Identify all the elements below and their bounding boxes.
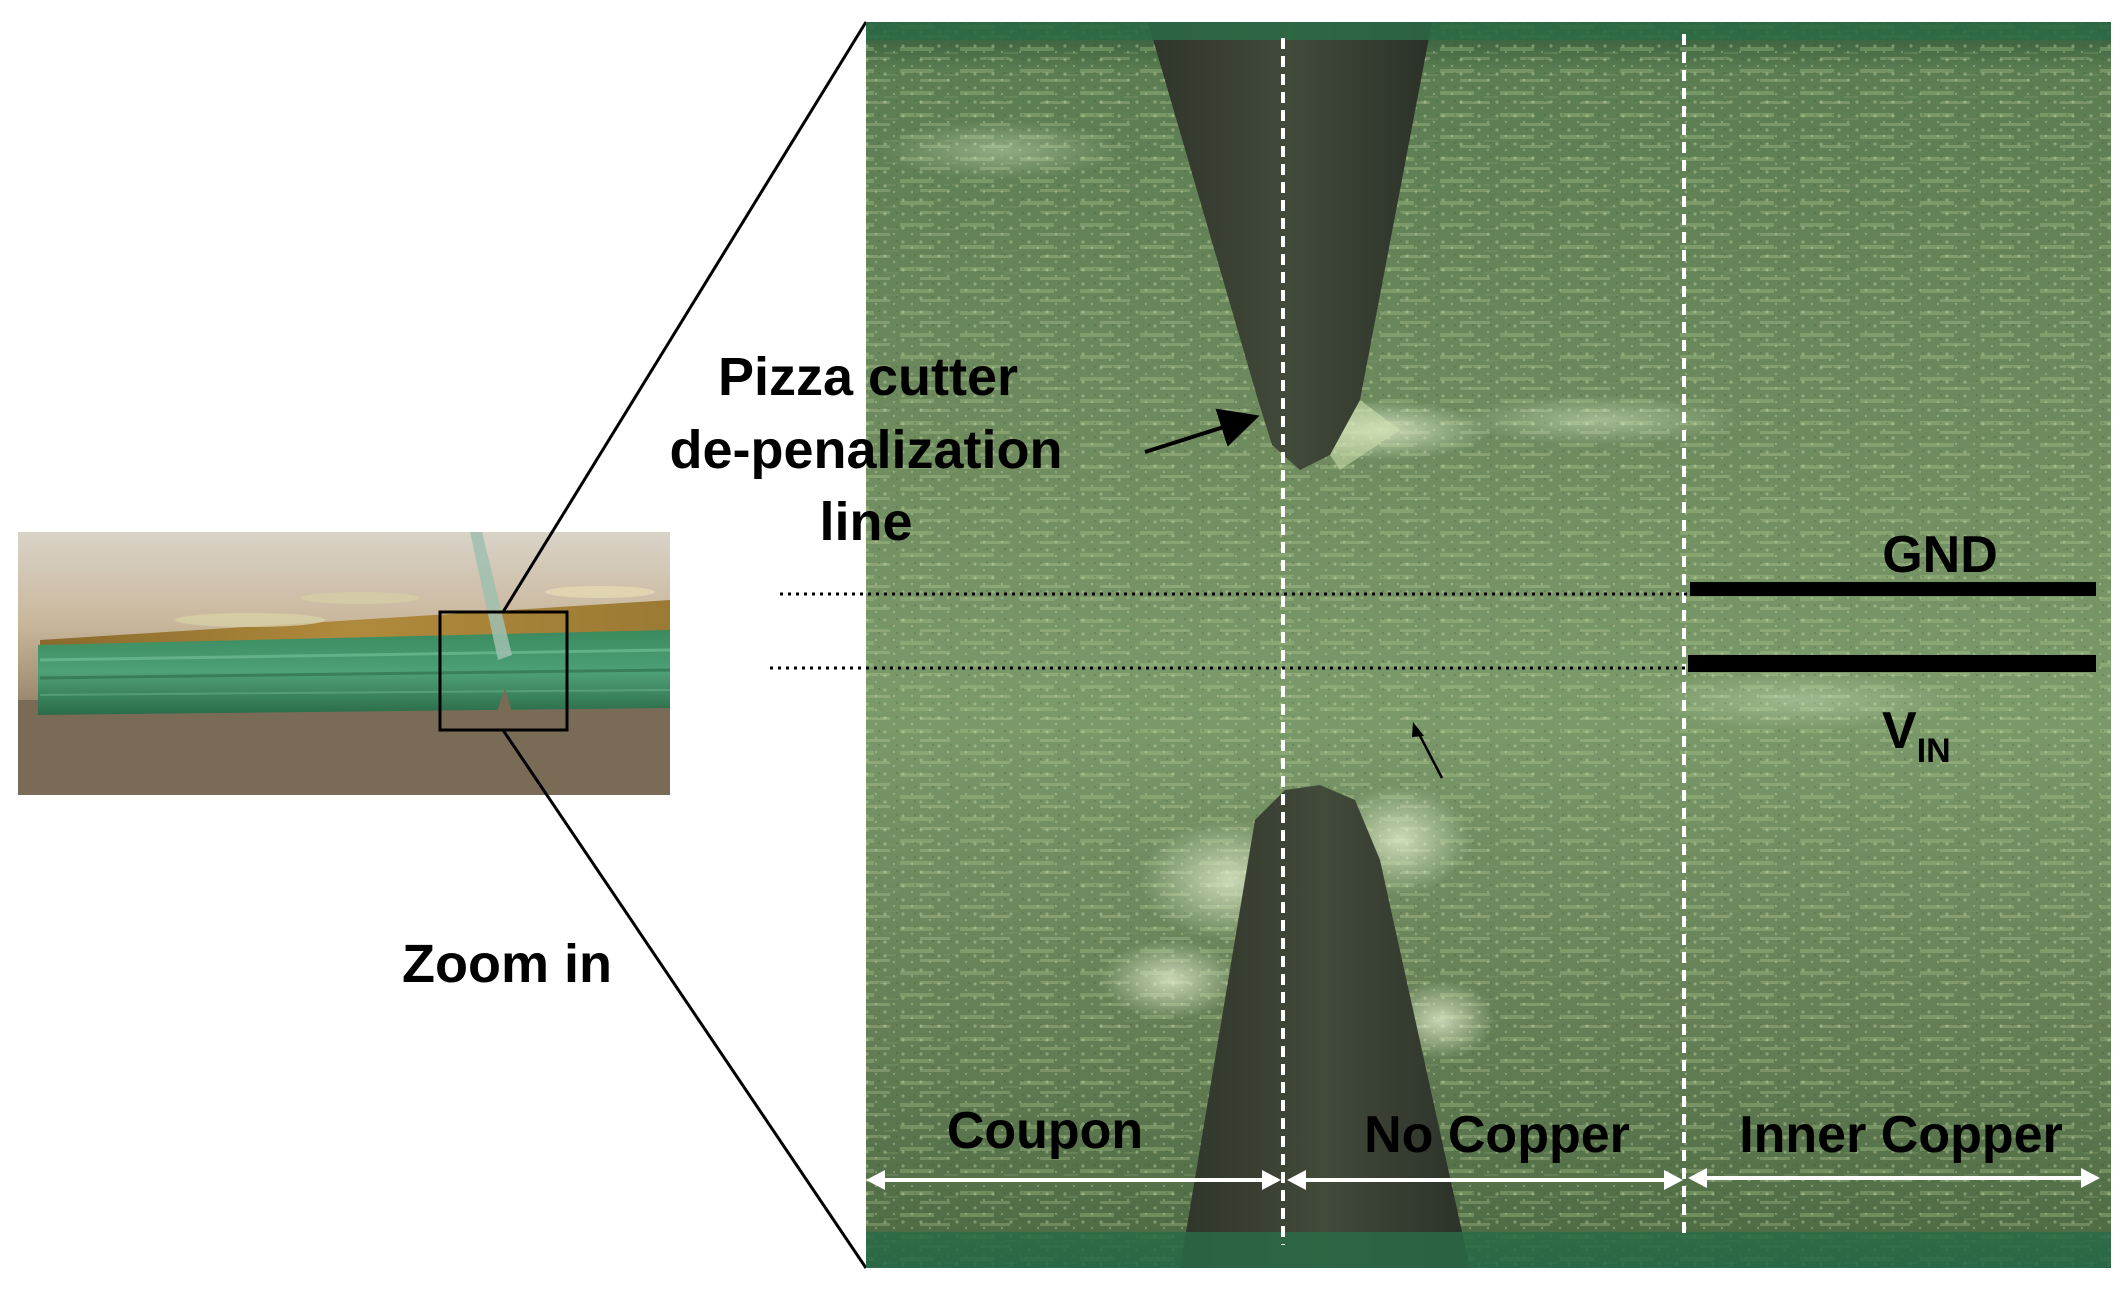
zoom-connector-bottom xyxy=(501,729,868,1269)
no-copper-label: No Copper xyxy=(1364,1106,1630,1164)
vin-copper-plane xyxy=(1688,655,2096,672)
inner-copper-dimension-arrow xyxy=(1688,1168,2100,1188)
micrograph xyxy=(866,22,2111,1268)
cutter-bottom xyxy=(1180,785,1470,1268)
pizza-cutter-label-line3: line xyxy=(819,492,912,552)
coupon-label: Coupon xyxy=(947,1102,1143,1160)
cutter-top xyxy=(1148,22,1432,470)
small-pointer-arrow xyxy=(1416,731,1444,779)
pizza-cutter-label-line1: Pizza cutter xyxy=(718,347,1018,407)
pizza-cutter-label-line2: de-penalization xyxy=(669,420,1062,480)
zoom-in-label: Zoom in xyxy=(402,934,612,994)
vin-label: VIN xyxy=(1882,702,1951,770)
coupon-dimension-arrow xyxy=(866,1170,1281,1190)
no-copper-dimension-arrow xyxy=(1287,1170,1683,1190)
pizza-cutter-arrow xyxy=(1144,408,1260,454)
inner-copper-label: Inner Copper xyxy=(1739,1106,2063,1164)
zoom-connector-top xyxy=(501,21,868,613)
gnd-label: GND xyxy=(1882,526,1998,584)
pcb-thumbnail-photo xyxy=(18,532,670,795)
gnd-copper-plane xyxy=(1690,582,2096,596)
vin-label-subscript: IN xyxy=(1917,732,1951,770)
vin-label-main: V xyxy=(1882,702,1917,760)
